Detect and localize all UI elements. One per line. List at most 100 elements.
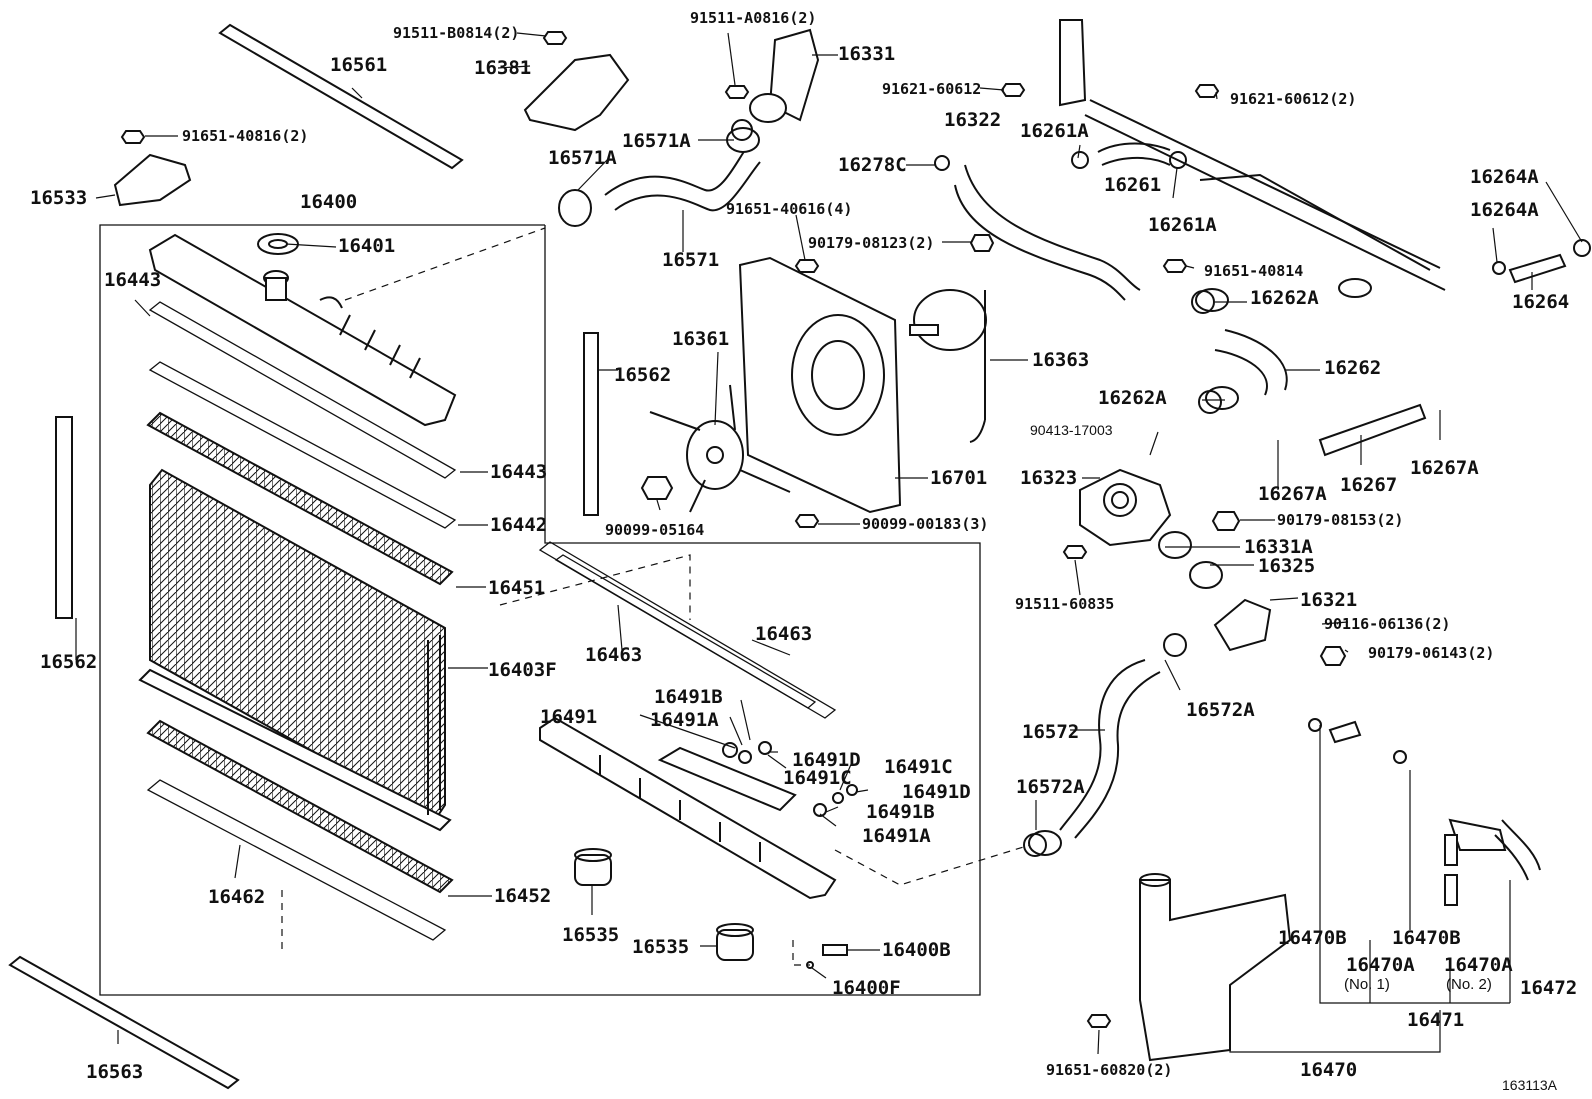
label-16533: 16533: [30, 187, 88, 209]
label-16331a: 16331A: [1244, 536, 1313, 558]
label-16470b-right: 16470B: [1392, 927, 1461, 949]
label-91651-40816: 91651-40816(2): [182, 127, 309, 145]
label-16331: 16331: [838, 43, 896, 65]
grille-16451: [146, 411, 454, 586]
drain-cock-16400B: [792, 940, 848, 969]
label-16491d-bottom: 16491D: [902, 781, 971, 803]
label-90116-06136: 90116-06136(2): [1324, 615, 1451, 633]
label-90099-00183: 90099-00183(3): [862, 515, 989, 533]
figure-code: 163113A: [1502, 1077, 1558, 1093]
reservoir-tank-16470: [1139, 873, 1292, 1062]
note-no-2: (No. 2): [1446, 976, 1492, 993]
label-91651-60820: 91651-60820(2): [1046, 1061, 1173, 1079]
label-16443-top: 16443: [104, 269, 162, 291]
label-16491c-left: 16491C: [783, 767, 852, 789]
label-16470: 16470: [1300, 1059, 1358, 1081]
guide-line-lower: [281, 554, 691, 952]
label-16262a-top: 16262A: [1250, 287, 1319, 309]
label-16491b-top: 16491B: [654, 686, 723, 708]
gasket-16443-b: [148, 361, 457, 529]
label-16264: 16264: [1512, 291, 1570, 313]
label-91621-60612-a: 91621-60612: [882, 80, 982, 98]
label-16562-center: 16562: [614, 364, 672, 386]
label-91651-40616: 91651-40616(4): [726, 200, 853, 218]
strip-16562-left: [55, 416, 73, 619]
label-16400b: 16400B: [882, 939, 951, 961]
label-16361: 16361: [672, 328, 730, 350]
hose-16471: [1328, 720, 1458, 906]
label-16463-left: 16463: [585, 644, 643, 666]
thermostat-16331A: [1158, 531, 1223, 589]
water-inlet-16321: [1213, 598, 1272, 652]
label-16400: 16400: [300, 191, 358, 213]
water-outlet-16331: [749, 28, 820, 123]
label-16267a-right: 16267A: [1410, 457, 1479, 479]
label-16571: 16571: [662, 249, 720, 271]
label-16462: 16462: [208, 886, 266, 908]
label-16400f: 16400F: [832, 977, 901, 999]
label-16261a-bottom: 16261A: [1148, 214, 1217, 236]
hose-16572: [1028, 659, 1161, 856]
label-16535-right: 16535: [632, 936, 690, 958]
strip-16563: [8, 955, 240, 1090]
label-16261a-top: 16261A: [1020, 120, 1089, 142]
label-16321: 16321: [1300, 589, 1358, 611]
label-16381: 16381: [474, 57, 532, 79]
label-16563: 16563: [86, 1061, 144, 1083]
label-16562-left: 16562: [40, 651, 98, 673]
radiator-upper-tank: [148, 227, 546, 427]
label-91511-b0814: 91511-B0814(2): [393, 24, 520, 42]
mount-cushion-16535-a: [574, 848, 612, 886]
label-90179-06143: 90179-06143(2): [1368, 644, 1495, 662]
radiator-lower-tank: [538, 541, 837, 900]
label-91621-60612-b: 91621-60612(2): [1230, 90, 1357, 108]
label-91651-40814: 91651-40814: [1204, 262, 1304, 280]
label-16491c-right: 16491C: [884, 756, 953, 778]
label-16472: 16472: [1520, 977, 1578, 999]
label-16442: 16442: [490, 514, 548, 536]
radiator-core-16403F: [138, 468, 452, 832]
bolt-icons: [120, 31, 1347, 1028]
label-16470a-no2: 16470A: [1444, 954, 1513, 976]
label-16401: 16401: [338, 235, 396, 257]
bracket-16533: [113, 153, 192, 207]
label-16262a-bottom: 16262A: [1098, 387, 1167, 409]
label-91511-a0816: 91511-A0816(2): [690, 9, 817, 27]
pipe-16267: [1318, 403, 1427, 457]
strip-16561: [218, 23, 464, 170]
label-16491b-bottom: 16491B: [866, 801, 935, 823]
leader-lines: [75, 32, 1583, 1055]
radiator-assembly-frame: [99, 224, 981, 996]
label-16264a-bottom: 16264A: [1470, 199, 1539, 221]
label-16572a-top: 16572A: [1186, 699, 1255, 721]
fan-motor-16363: [909, 289, 987, 443]
label-16491: 16491: [540, 706, 598, 728]
label-16470b-left: 16470B: [1278, 927, 1347, 949]
label-16571a-right: 16571A: [622, 130, 691, 152]
note-no-1: (No. 1): [1344, 976, 1390, 993]
reservoir-cap-16472: [1448, 818, 1541, 881]
label-16267a-left: 16267A: [1258, 483, 1327, 505]
label-91511-60835: 91511-60835: [1015, 595, 1115, 613]
label-16572a-bottom: 16572A: [1016, 776, 1085, 798]
label-16443-bottom: 16443: [490, 461, 548, 483]
label-90099-05164: 90099-05164: [605, 521, 705, 539]
label-16471: 16471: [1407, 1009, 1465, 1031]
label-16451: 16451: [488, 577, 546, 599]
fan-shroud-16701: [738, 256, 902, 514]
gasket-16443-a: [148, 301, 457, 479]
label-16491a-top: 16491A: [650, 709, 719, 731]
label-16363: 16363: [1032, 349, 1090, 371]
grille-16452: [146, 719, 454, 894]
fan-blade-16361: [649, 384, 791, 513]
clamp-icons: [731, 119, 1591, 857]
label-90179-08153: 90179-08153(2): [1277, 511, 1404, 529]
hose-16261: [1097, 142, 1171, 166]
label-16470a-no1: 16470A: [1346, 954, 1415, 976]
label-16278c: 16278C: [838, 154, 907, 176]
label-16491d-top: 16491D: [792, 749, 861, 771]
label-16325: 16325: [1258, 555, 1316, 577]
guide-line-hose-lower: [834, 844, 1031, 886]
